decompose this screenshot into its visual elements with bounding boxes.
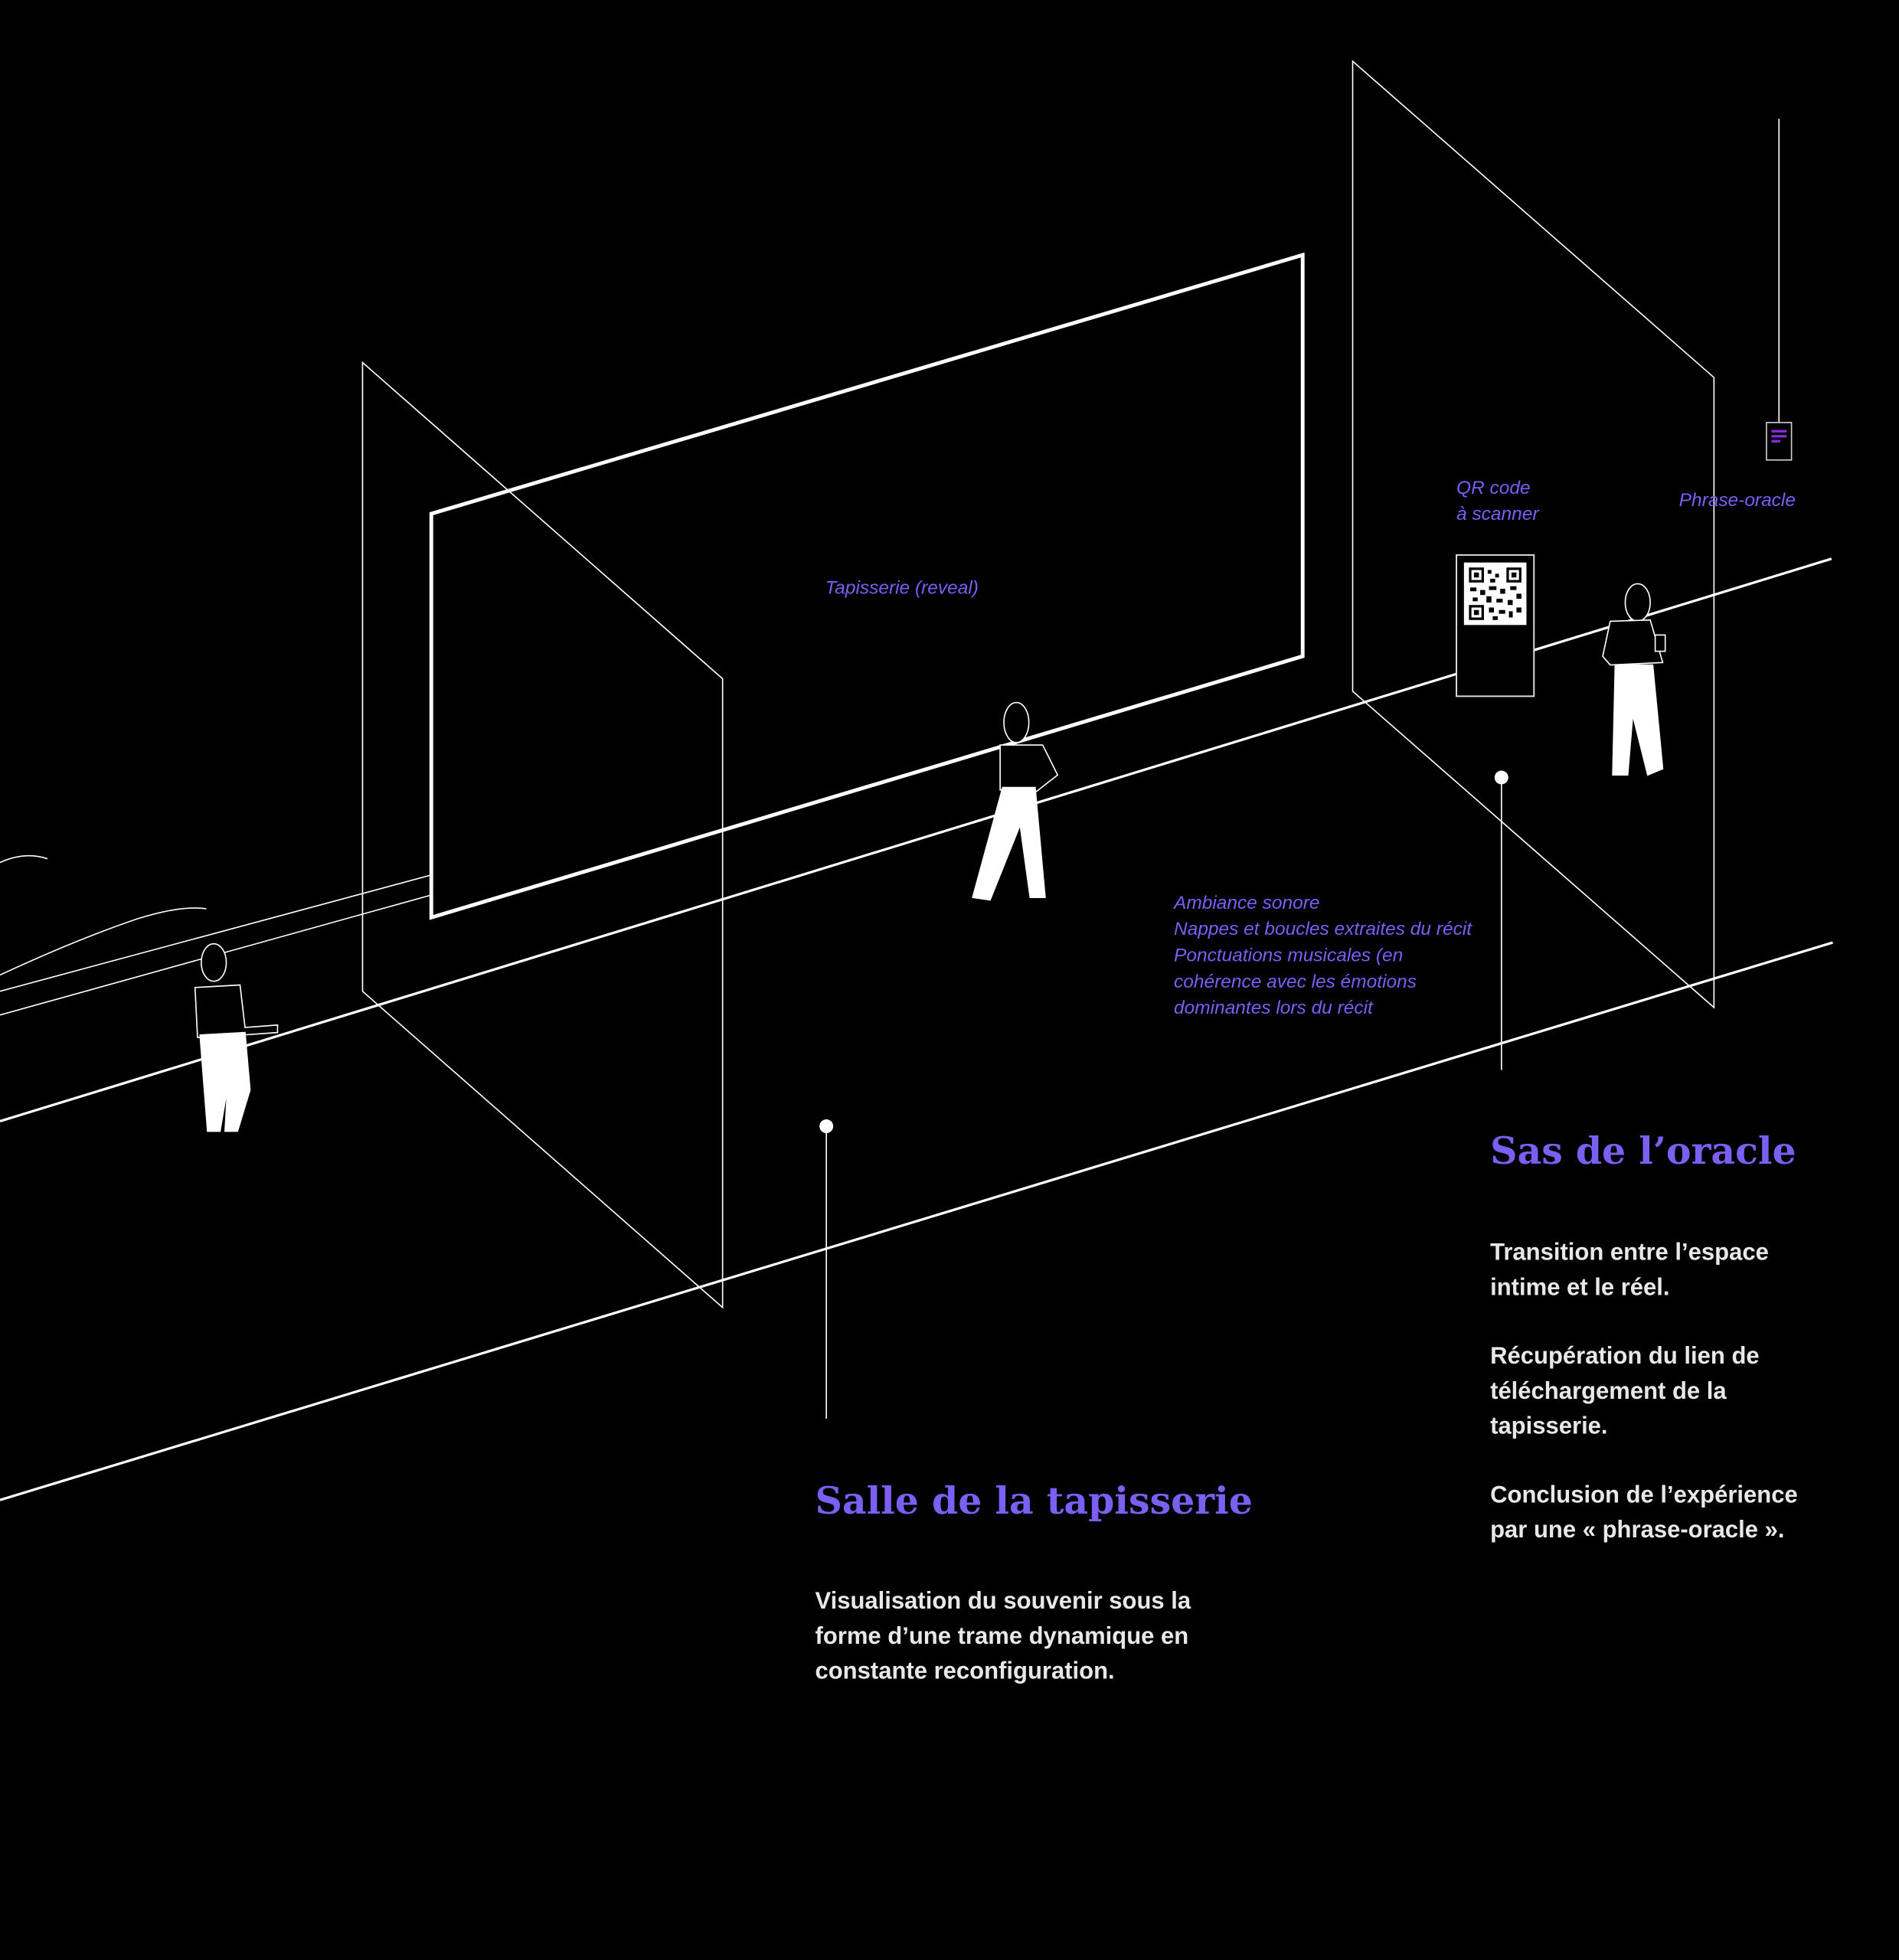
oracle-description: Transition entre l’espace intime et le r… [1490, 1239, 1798, 1543]
oracle-line: téléchargement de la [1490, 1377, 1727, 1404]
corridor-line [0, 874, 432, 992]
tapestry-screen [429, 252, 1305, 920]
phrase-oracle-device-icon [1766, 422, 1793, 461]
tapestry-room-title: Salle de la tapisserie [815, 1478, 1252, 1523]
floor-back-line [0, 557, 1832, 1123]
person-figure-left [194, 942, 279, 1132]
qr-label: QR code [1456, 478, 1531, 498]
person-figure-right [1602, 583, 1666, 776]
oracle-line: tapisserie. [1490, 1413, 1607, 1439]
curve-line [0, 854, 48, 864]
person-figure-center [972, 701, 1059, 901]
ambiance-line: Ambiance sonore [1172, 893, 1319, 913]
curve-line [0, 907, 207, 976]
ambiance-line: Nappes et boucles extraites du récit [1174, 919, 1472, 939]
oracle-line: Conclusion de l’expérience [1490, 1481, 1798, 1508]
ambiance-line: dominantes lors du récit [1174, 998, 1374, 1018]
floor-front-line [0, 941, 1833, 1501]
qr-label: à scanner [1456, 504, 1539, 524]
tapestry-line: forme d’une trame dynamique en [815, 1622, 1188, 1649]
phone-icon [1654, 634, 1666, 652]
oracle-line: intime et le réel. [1490, 1273, 1669, 1300]
qr-kiosk [1456, 554, 1535, 697]
tapestry-label: Tapisserie (reveal) [825, 578, 979, 599]
tapestry-room-description: Visualisation du souvenir sous la forme … [815, 1587, 1191, 1684]
ambiance-line: cohérence avec les émotions [1174, 972, 1417, 992]
ambiance-label: Ambiance sonore Nappes et boucles extrai… [1172, 893, 1472, 1018]
ambiance-line: Ponctuations musicales (en [1174, 946, 1403, 966]
right-wall [1352, 60, 1715, 1009]
oracle-line: Récupération du lien de [1490, 1342, 1760, 1369]
tapestry-line: constante reconfiguration. [815, 1658, 1114, 1684]
oracle-line: Transition entre l’espace [1490, 1239, 1769, 1266]
phrase-oracle-label: Phrase-oracle [1679, 490, 1796, 511]
oracle-title: Sas de l’oracle [1490, 1129, 1796, 1173]
left-wall [361, 361, 724, 1309]
oracle-line: par une « phrase-oracle ». [1490, 1516, 1784, 1543]
qr-code-icon [1469, 567, 1521, 620]
tapestry-line: Visualisation du souvenir sous la [815, 1587, 1191, 1614]
